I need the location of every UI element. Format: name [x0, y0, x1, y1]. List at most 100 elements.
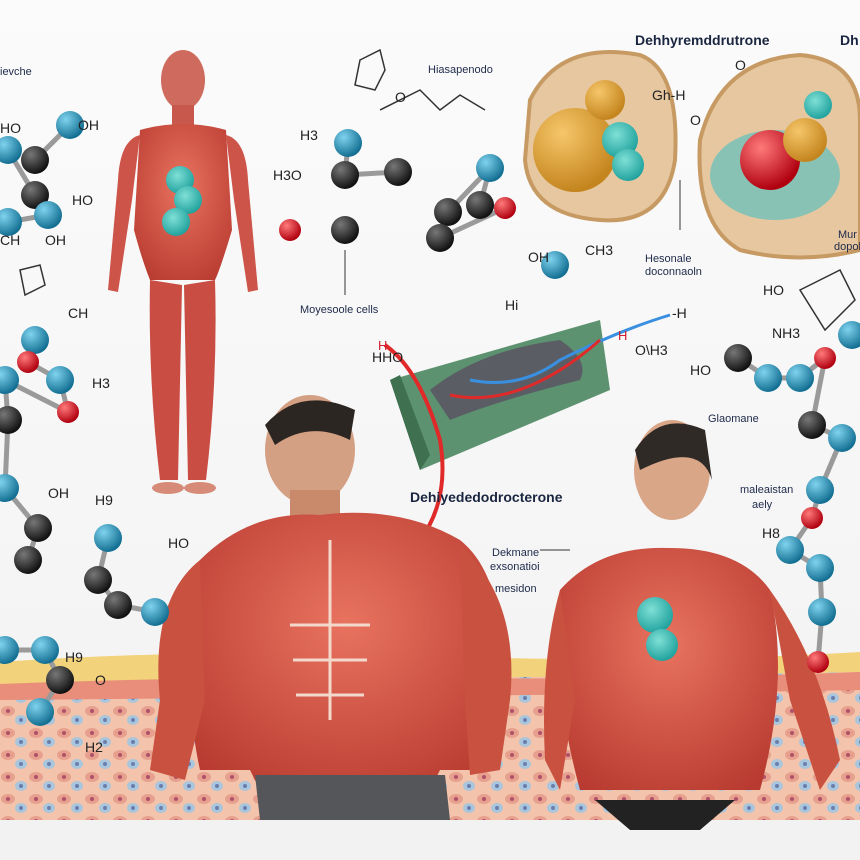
- chem-label: O: [690, 112, 701, 128]
- atom: [84, 566, 112, 594]
- atom: [24, 514, 52, 542]
- anatomical-figure: [108, 50, 258, 494]
- atom: [807, 651, 829, 673]
- label-dekmane-1: Dekmane: [492, 547, 539, 559]
- chem-label: O: [95, 672, 106, 688]
- atom: [476, 154, 504, 182]
- label-top-left: ievche: [0, 66, 32, 78]
- atom: [56, 111, 84, 139]
- chem-label: OH: [528, 249, 549, 265]
- chem-label: O\H3: [635, 342, 668, 358]
- chem-label: NH3: [772, 325, 800, 341]
- atom: [0, 406, 22, 434]
- chem-label: CH: [0, 232, 20, 248]
- chem-label: O: [735, 57, 746, 73]
- atom: [541, 251, 569, 279]
- atom: [141, 598, 169, 626]
- muscle-fiber: [383, 313, 671, 542]
- atom: [466, 191, 494, 219]
- atom: [21, 181, 49, 209]
- labels: ievche Dehhyremddrutrone Dh Hiasapenodo …: [0, 32, 860, 595]
- label-hormone-2: doconnaoln: [645, 266, 702, 278]
- atom: [0, 208, 22, 236]
- atom: [786, 364, 814, 392]
- chem-label: H3: [300, 127, 318, 143]
- chem-label: H2: [85, 739, 103, 755]
- atom: [0, 474, 19, 502]
- atom: [806, 476, 834, 504]
- ring-structure: [19, 48, 856, 332]
- atom: [828, 424, 856, 452]
- chem-label: OH: [48, 485, 69, 501]
- atom: [808, 598, 836, 626]
- chem-label: HO: [763, 282, 784, 298]
- cell-left: [522, 50, 678, 223]
- female-figure: [544, 420, 840, 830]
- atom: [31, 636, 59, 664]
- atom: [46, 666, 74, 694]
- atom: [754, 364, 782, 392]
- atom: [801, 507, 823, 529]
- atom: [384, 158, 412, 186]
- atom: [26, 698, 54, 726]
- atom: [34, 201, 62, 229]
- atom: [21, 146, 49, 174]
- chem-label: H3: [92, 375, 110, 391]
- atom: [94, 524, 122, 552]
- atom: [331, 161, 359, 189]
- atom: [17, 351, 39, 373]
- atom: [331, 216, 359, 244]
- atom: [776, 536, 804, 564]
- atom: [806, 554, 834, 582]
- chem-label-red: H: [618, 328, 627, 343]
- label-right-cut-1: Mur: [838, 229, 857, 241]
- label-hormone-1: Hesonale: [645, 253, 691, 265]
- chem-label: Hi: [505, 297, 518, 313]
- chem-label: HHO: [372, 349, 403, 365]
- chem-label: OH: [45, 232, 66, 248]
- chem-label: HO: [0, 120, 21, 136]
- label-myosole: Moyesoole cells: [300, 304, 379, 316]
- label-glaomane: Glaomane: [708, 413, 759, 425]
- chem-label: H9: [65, 649, 83, 665]
- chem-label: CH: [68, 305, 88, 321]
- chem-label: HO: [168, 535, 189, 551]
- atom: [334, 129, 362, 157]
- atom: [46, 366, 74, 394]
- cell-right: [697, 52, 860, 260]
- atom: [814, 347, 836, 369]
- chem-label: H8: [762, 525, 780, 541]
- atom: [0, 366, 19, 394]
- atom: [838, 321, 860, 349]
- label-right-cut-2: dopol: [834, 241, 860, 253]
- chem-label-red: H: [378, 338, 387, 353]
- atom: [104, 591, 132, 619]
- label-dekmane-3: mesidon: [495, 583, 537, 595]
- chem-label: H9: [95, 492, 113, 508]
- atom: [14, 546, 42, 574]
- male-figure: [150, 395, 512, 820]
- molecule-atoms: [0, 111, 860, 726]
- atom: [0, 136, 22, 164]
- atom: [279, 219, 301, 241]
- label-title-right: Dehhyremddrutrone: [635, 32, 770, 48]
- atom: [494, 197, 516, 219]
- chem-label: HO: [72, 192, 93, 208]
- chem-label: O: [395, 89, 406, 105]
- chem-label: Gh-H: [652, 87, 685, 103]
- label-title-right-cut: Dh: [840, 32, 859, 48]
- chem-label: HO: [690, 362, 711, 378]
- atom: [434, 198, 462, 226]
- label-center-top: Hiasapenodo: [428, 64, 493, 76]
- atom: [426, 224, 454, 252]
- atom: [21, 326, 49, 354]
- atom: [57, 401, 79, 423]
- label-molecular-1: maleaistan: [740, 484, 793, 496]
- chem-label: CH3: [585, 242, 613, 258]
- chem-label: H3O: [273, 167, 302, 183]
- chem-label: -H: [672, 305, 687, 321]
- atom: [798, 411, 826, 439]
